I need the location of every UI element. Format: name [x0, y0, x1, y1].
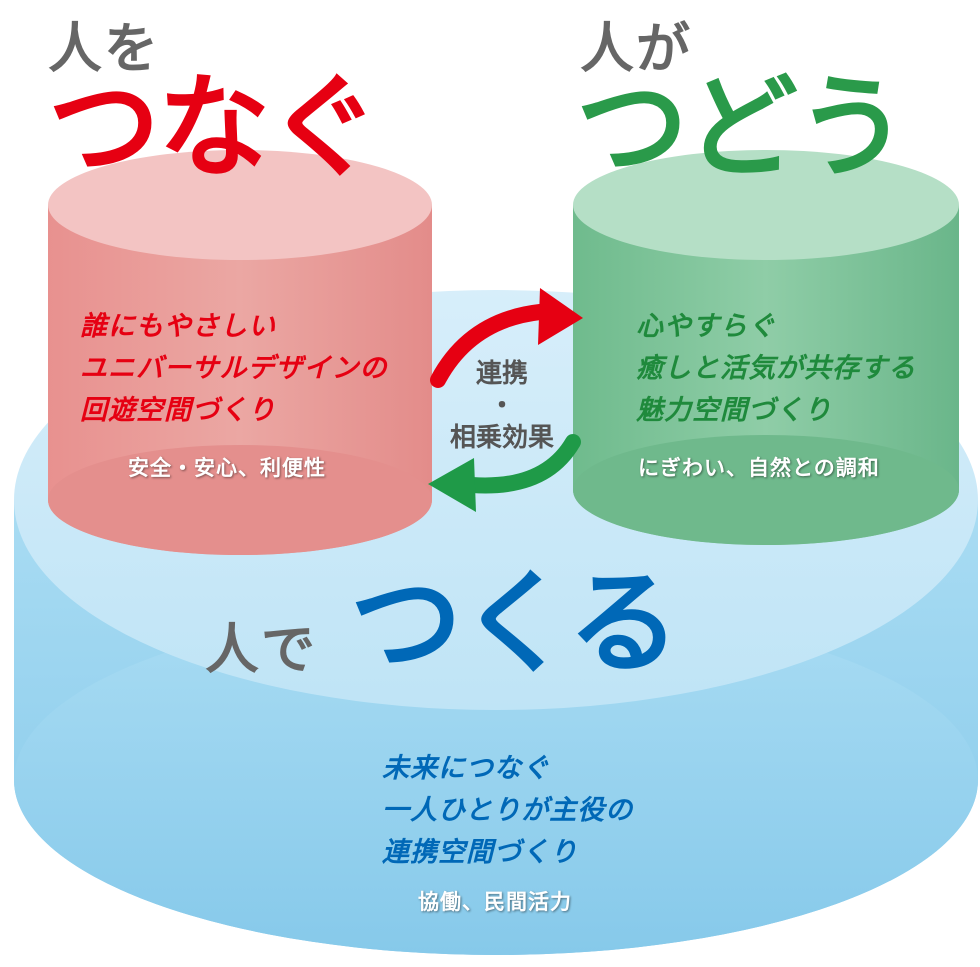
left-title: つなぐ	[48, 63, 380, 193]
red-cylinder	[48, 150, 432, 555]
left-line-2: ユニバーサルデザインの	[80, 353, 388, 384]
right-sub: にぎわい、自然との調和	[638, 456, 880, 480]
center-label: 連携 ・ 相乗効果	[432, 358, 572, 454]
bottom-sub: 協働、民間活力	[418, 890, 572, 914]
bottom-title: つくる	[350, 559, 680, 689]
arrow-to-left	[428, 434, 581, 512]
left-line-1: 誰にもやさしい	[80, 311, 276, 342]
right-line-1: 心やすらぐ	[636, 311, 776, 342]
bottom-line-3: 連携空間づくり	[382, 837, 578, 868]
arrow-to-right	[430, 288, 583, 388]
center-dot: ・	[488, 391, 515, 421]
bottom-lines: 未来につなぐ 一人ひとりが主役の 連携空間づくり	[382, 748, 633, 874]
right-line-3: 魅力空間づくり	[636, 395, 832, 426]
left-lines: 誰にもやさしい ユニバーサルデザインの 回遊空間づくり	[80, 306, 387, 432]
left-prefix: 人を	[48, 17, 160, 80]
green-cylinder	[573, 150, 959, 545]
right-prefix: 人が	[580, 17, 692, 80]
bottom-line-2: 一人ひとりが主役の	[382, 795, 634, 826]
right-line-2: 癒しと活気が共存する	[636, 353, 916, 384]
right-lines: 心やすらぐ 癒しと活気が共存する 魅力空間づくり	[636, 306, 916, 432]
right-title: つどう	[576, 63, 908, 193]
bottom-prefix: 人で	[205, 618, 317, 681]
center-line-2: 相乗効果	[449, 423, 554, 453]
bottom-line-1: 未来につなぐ	[382, 753, 550, 784]
left-sub: 安全・安心、利便性	[128, 456, 326, 480]
center-line-1: 連携	[475, 359, 528, 389]
left-line-3: 回遊空間づくり	[80, 395, 276, 426]
